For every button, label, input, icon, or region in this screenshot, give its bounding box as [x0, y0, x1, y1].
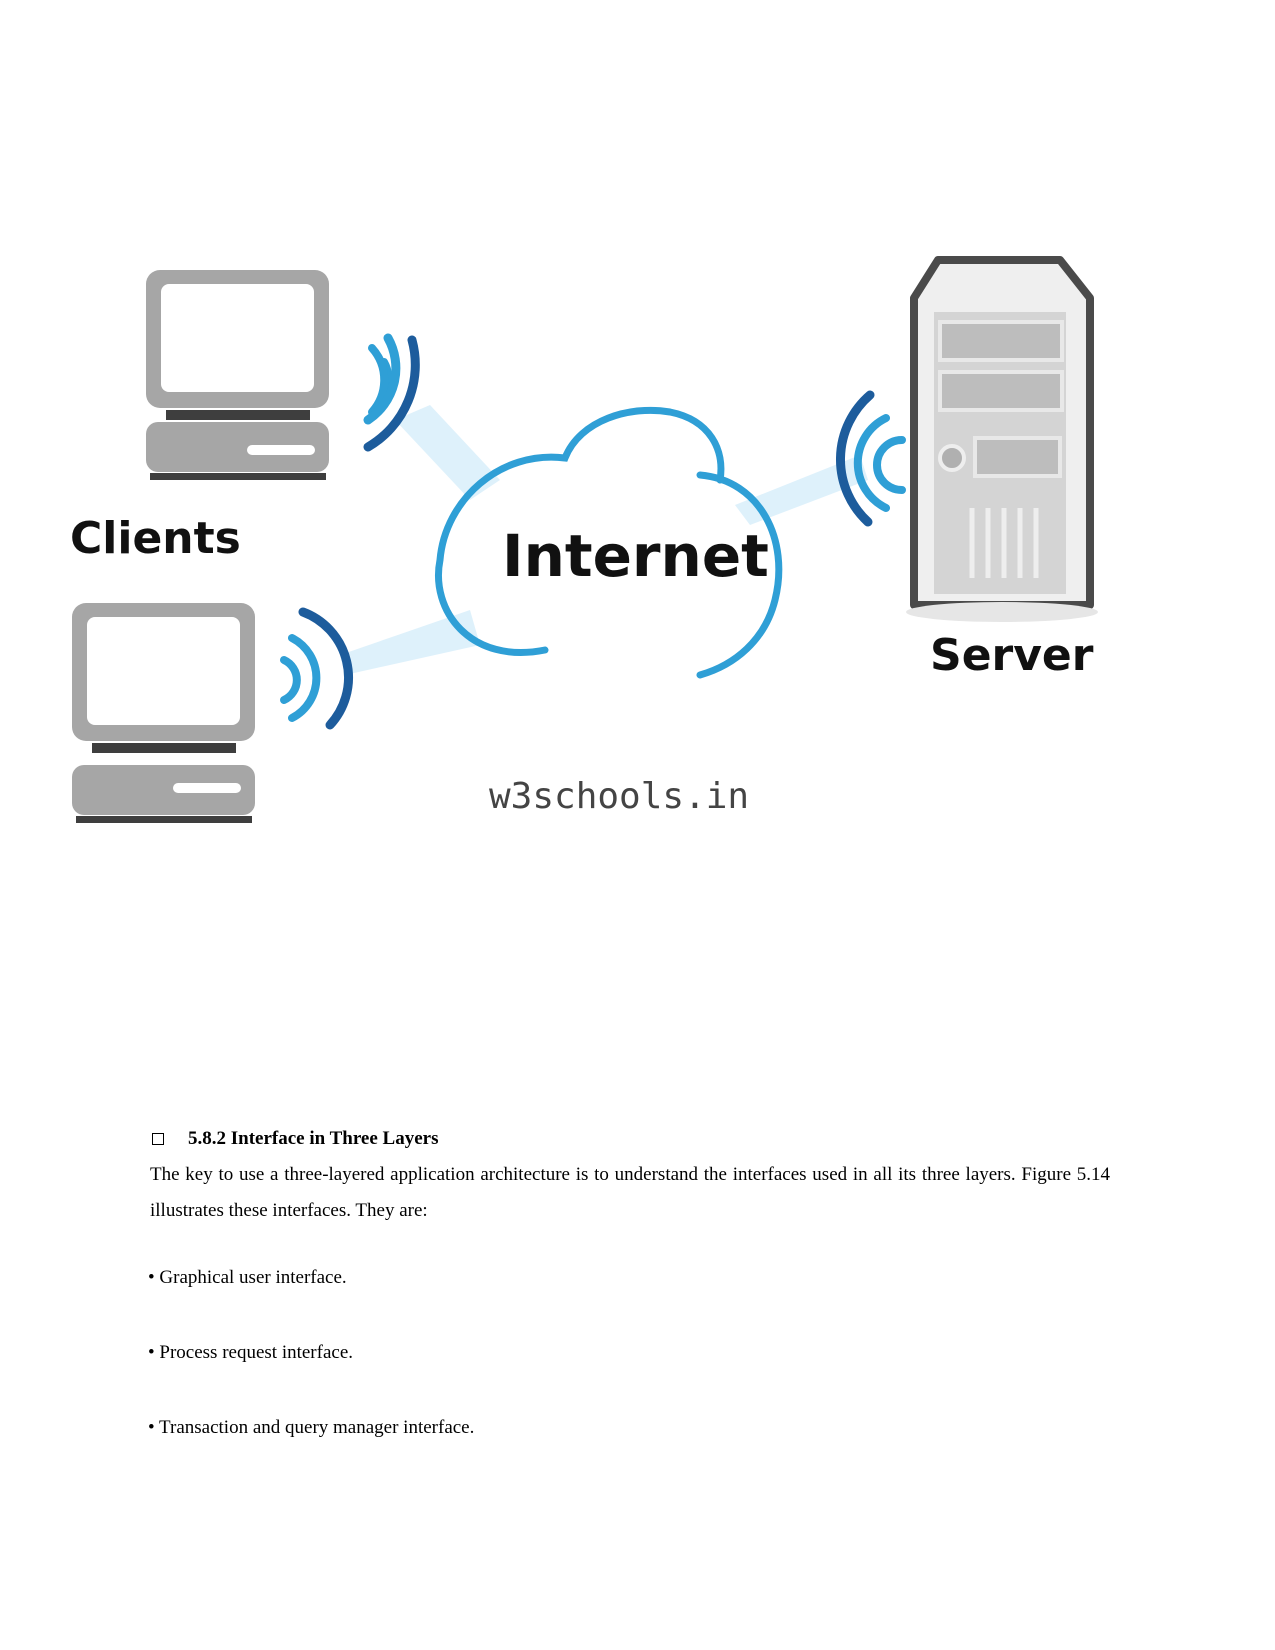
connection-links: [340, 405, 868, 675]
section-heading-text: 5.8.2 Interface in Three Layers: [188, 1128, 439, 1149]
signal-waves-icon: [280, 607, 353, 730]
section-paragraph: The key to use a three-layered applicati…: [150, 1164, 1110, 1221]
internet-cloud-icon: [435, 406, 783, 679]
client-computer-icon: [146, 270, 329, 480]
client-server-diagram: Clients Internet Server w3schools.in: [70, 256, 1098, 823]
section-content: 5.8.2 Interface in Three Layers The key …: [150, 1125, 1110, 1229]
watermark-label: w3schools.in: [489, 776, 749, 817]
signal-waves-icon: [836, 390, 906, 527]
clients-label: Clients: [70, 513, 241, 564]
signal-waves-icon: [363, 333, 420, 452]
server-label: Server: [930, 630, 1094, 681]
internet-label: Internet: [502, 522, 769, 590]
list-item: • Graphical user interface.: [148, 1267, 347, 1288]
server-icon: [906, 256, 1098, 622]
checkbox-bullet-icon: [152, 1133, 164, 1145]
section-heading: 5.8.2 Interface in Three Layers: [150, 1125, 1110, 1153]
list-item: • Transaction and query manager interfac…: [148, 1417, 475, 1438]
list-item: • Process request interface.: [148, 1342, 354, 1363]
client-computer-icon: [72, 603, 255, 823]
